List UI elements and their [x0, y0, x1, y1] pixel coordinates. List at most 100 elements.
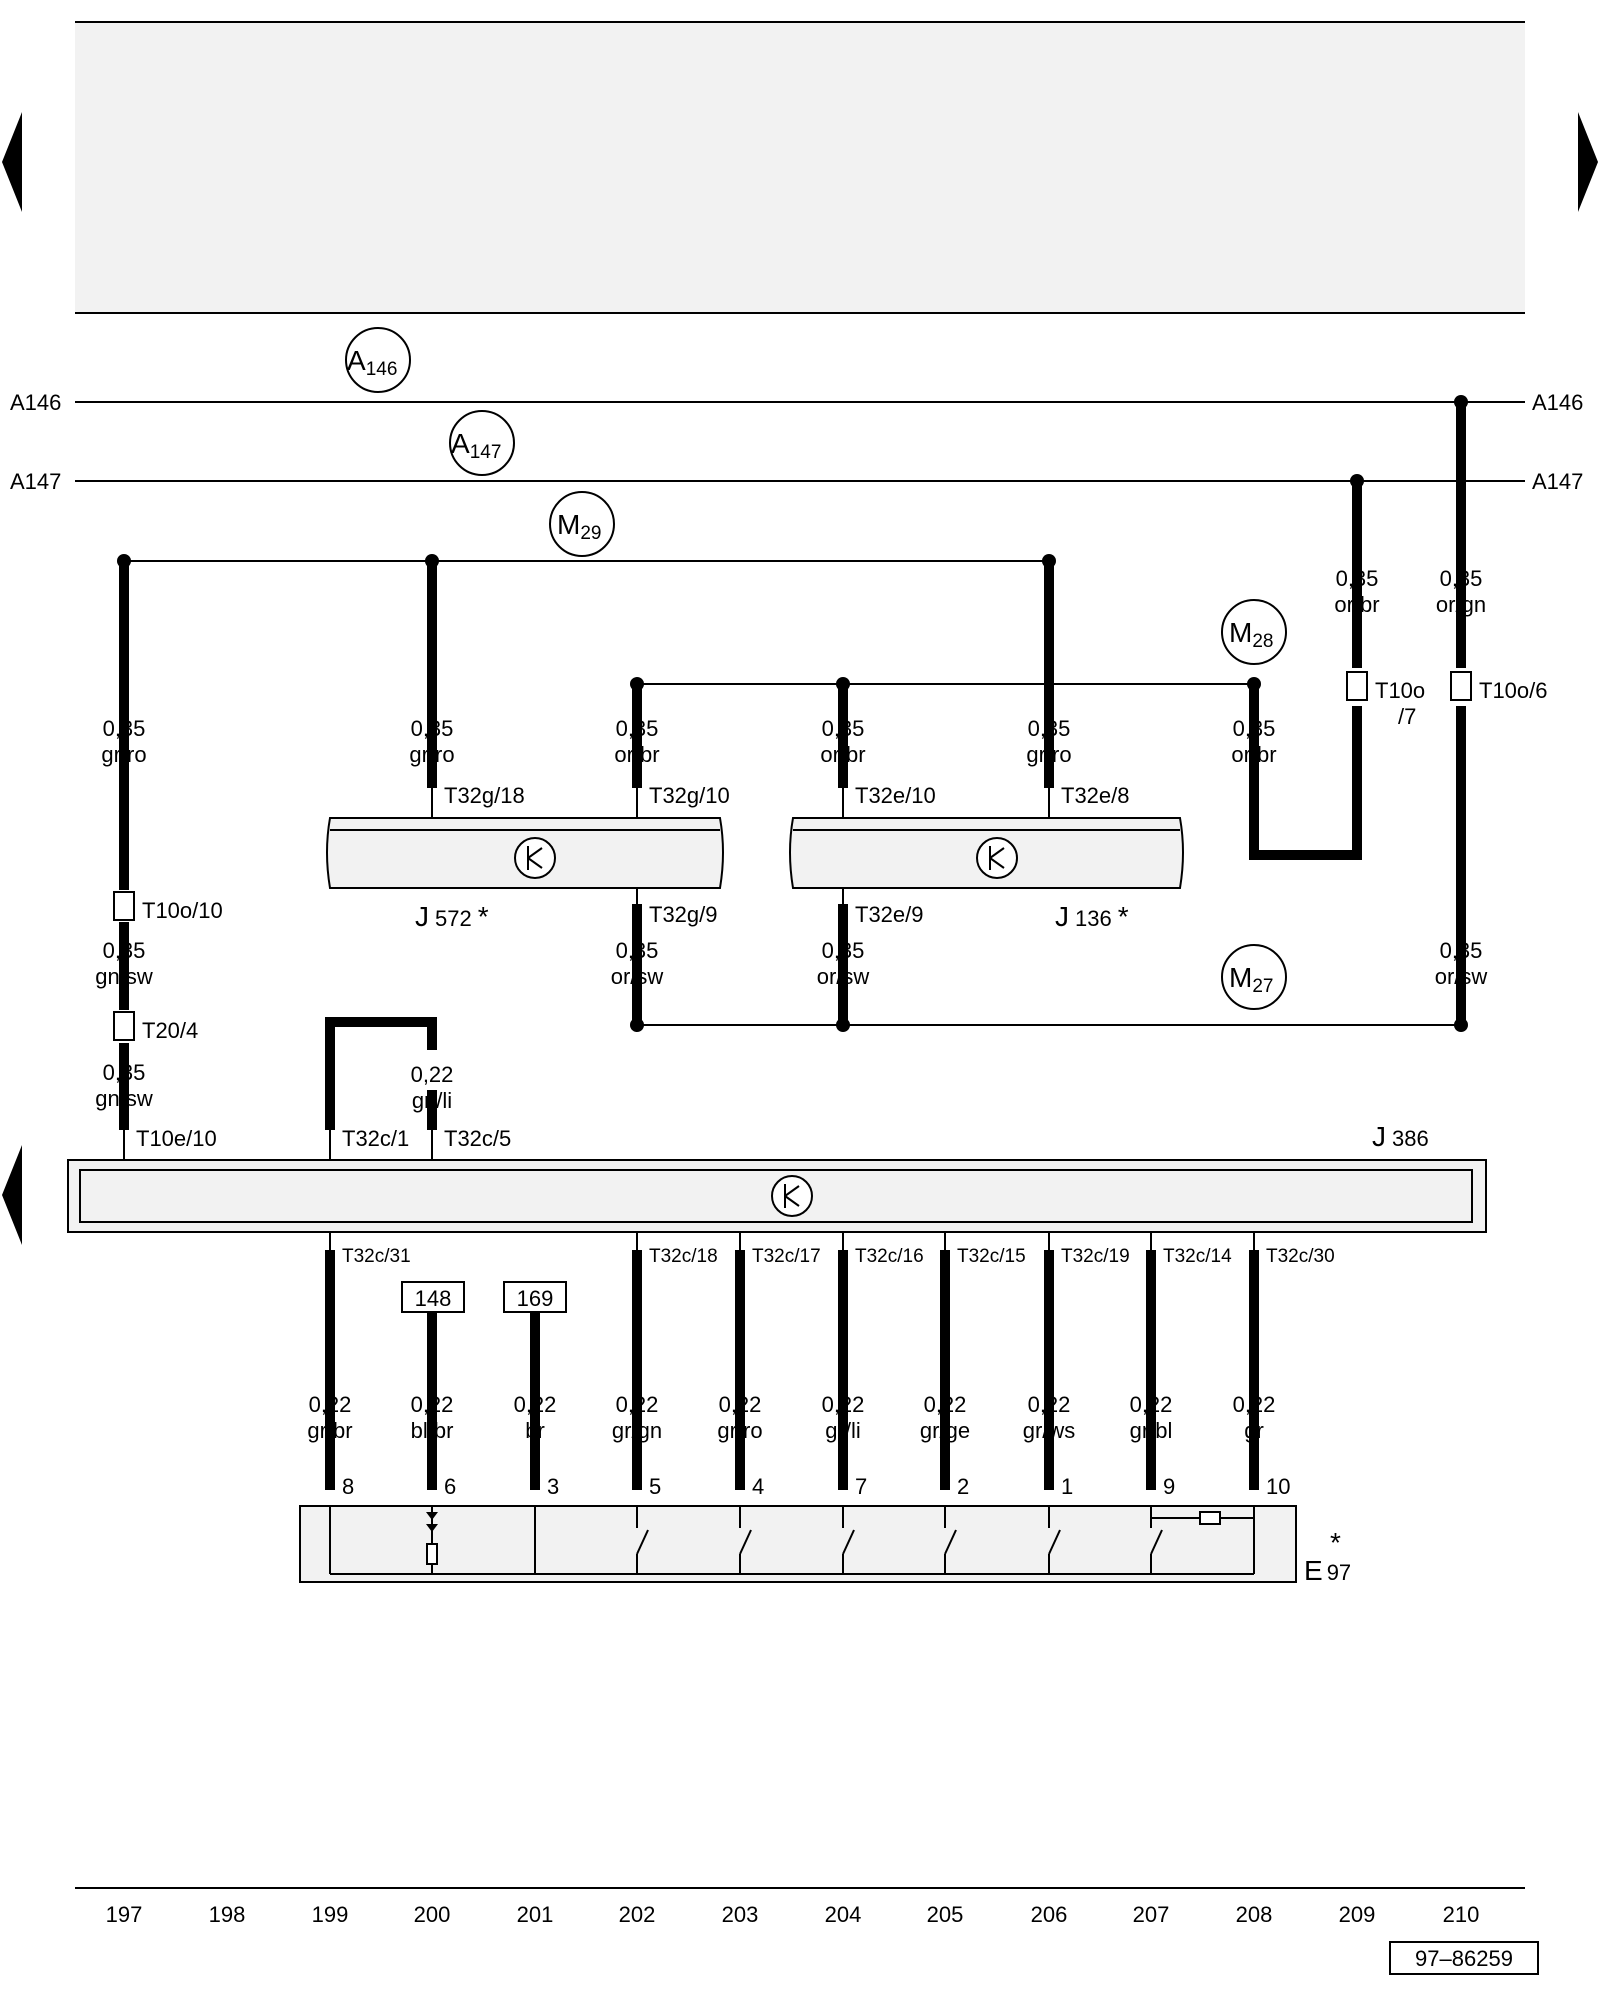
module-j572[interactable]	[326, 817, 724, 889]
rail-a146-right-label: A146	[1532, 390, 1583, 415]
svg-text:208: 208	[1236, 1902, 1273, 1927]
mark-m27: M27	[1221, 944, 1287, 1010]
svg-text:gn/sw: gn/sw	[95, 964, 153, 989]
svg-text:0,35: 0,35	[103, 716, 146, 741]
svg-text:gr/ro: gr/ro	[717, 1418, 762, 1443]
svg-text:gn/sw: gn/sw	[95, 1086, 153, 1111]
svg-text:T32g/18: T32g/18	[444, 783, 525, 808]
svg-text:T10o: T10o	[1375, 678, 1425, 703]
mark-a146: A146	[345, 327, 411, 393]
svg-text:169: 169	[517, 1286, 554, 1311]
svg-text:198: 198	[209, 1902, 246, 1927]
rail-a146-left-label: A146	[10, 390, 61, 415]
resistor-icon	[426, 1543, 438, 1565]
svg-text:or/sw: or/sw	[1435, 964, 1488, 989]
svg-text:202: 202	[619, 1902, 656, 1927]
label-e97-star: *	[1330, 1527, 1341, 1558]
rail-a147-left-label: A147	[10, 469, 61, 494]
nav-left-arrow-icon[interactable]	[2, 112, 22, 212]
header-panel	[75, 23, 1525, 313]
svg-text:T32c/31: T32c/31	[342, 1246, 411, 1267]
svg-text:203: 203	[722, 1902, 759, 1927]
svg-text:4: 4	[752, 1474, 764, 1499]
svg-text:0,35: 0,35	[822, 938, 865, 963]
svg-text:204: 204	[825, 1902, 862, 1927]
svg-text:0,35: 0,35	[822, 716, 865, 741]
svg-text:200: 200	[414, 1902, 451, 1927]
svg-text:T32g/10: T32g/10	[649, 783, 730, 808]
svg-text:or/sw: or/sw	[817, 964, 870, 989]
ref-box-169[interactable]: 169	[503, 1281, 567, 1313]
svg-text:0,22: 0,22	[616, 1392, 659, 1417]
svg-text:0,35: 0,35	[616, 716, 659, 741]
pushbutton-switch-icon	[636, 1529, 649, 1555]
svg-text:gr/ro: gr/ro	[1026, 742, 1071, 767]
module-j386[interactable]	[67, 1159, 1487, 1233]
svg-text:A147: A147	[451, 428, 501, 463]
svg-text:0,22: 0,22	[309, 1392, 352, 1417]
svg-text:T32e/9: T32e/9	[855, 902, 924, 927]
mark-m29: M29	[549, 491, 615, 557]
svg-text:0,35: 0,35	[411, 716, 454, 741]
svg-text:199: 199	[312, 1902, 349, 1927]
svg-text:6: 6	[444, 1474, 456, 1499]
connector-t10o-6: T10o/6	[1450, 671, 1548, 703]
led-icon	[426, 1512, 438, 1520]
svg-text:T10o/6: T10o/6	[1479, 678, 1548, 703]
svg-text:T32c/19: T32c/19	[1061, 1246, 1130, 1267]
wire-200-loop	[325, 1017, 437, 1130]
svg-text:T32c/18: T32c/18	[649, 1246, 718, 1267]
nav-left-arrow-lower-icon[interactable]	[2, 1145, 22, 1245]
svg-text:T32e/10: T32e/10	[855, 783, 936, 808]
svg-text:or/br: or/br	[614, 742, 659, 767]
svg-text:or/br: or/br	[820, 742, 865, 767]
svg-text:T32c/30: T32c/30	[1266, 1246, 1335, 1267]
svg-text:0,35: 0,35	[1336, 566, 1379, 591]
svg-text:or/sw: or/sw	[611, 964, 664, 989]
svg-text:5: 5	[649, 1474, 661, 1499]
svg-text:gr/br: gr/br	[307, 1418, 352, 1443]
svg-text:7: 7	[855, 1474, 867, 1499]
connector-t10o-7: T10o /7	[1346, 671, 1425, 729]
svg-text:9: 9	[1163, 1474, 1175, 1499]
svg-text:197: 197	[106, 1902, 143, 1927]
svg-text:0,22: 0,22	[822, 1392, 865, 1417]
switch-block-e97[interactable]	[299, 1505, 1297, 1583]
nav-right-arrow-icon[interactable]	[1578, 112, 1598, 212]
module-j136[interactable]	[789, 817, 1184, 889]
svg-text:0,22: 0,22	[1233, 1392, 1276, 1417]
svg-text:T20/4: T20/4	[142, 1018, 198, 1043]
svg-text:148: 148	[415, 1286, 452, 1311]
transistor-icon	[976, 837, 1018, 879]
svg-text:bl/br: bl/br	[411, 1418, 454, 1443]
svg-text:209: 209	[1339, 1902, 1376, 1927]
svg-text:gr/ro: gr/ro	[409, 742, 454, 767]
svg-text:210: 210	[1443, 1902, 1480, 1927]
ref-box-148[interactable]: 148	[401, 1281, 465, 1313]
svg-text:A146: A146	[347, 345, 397, 380]
doc-number-box	[1389, 1941, 1539, 1975]
connector-t20-4: T20/4	[113, 1011, 198, 1043]
svg-text:205: 205	[927, 1902, 964, 1927]
svg-text:M28: M28	[1229, 617, 1273, 652]
mark-m28: M28	[1221, 599, 1287, 665]
svg-text:/7: /7	[1398, 704, 1416, 729]
svg-text:T32c/16: T32c/16	[855, 1246, 924, 1267]
svg-text:0,35: 0,35	[1440, 566, 1483, 591]
svg-text:gr/ws: gr/ws	[1023, 1418, 1076, 1443]
svg-text:gr/ge: gr/ge	[920, 1418, 970, 1443]
svg-text:T32c/17: T32c/17	[752, 1246, 821, 1267]
svg-text:gn/li: gn/li	[412, 1088, 452, 1113]
svg-text:M29: M29	[557, 509, 601, 544]
svg-text:T32c/15: T32c/15	[957, 1246, 1026, 1267]
svg-text:T10e/10: T10e/10	[136, 1126, 217, 1151]
svg-text:T10o/10: T10o/10	[142, 898, 223, 923]
svg-text:or/gn: or/gn	[1436, 592, 1486, 617]
svg-text:0,22: 0,22	[1028, 1392, 1071, 1417]
svg-text:br: br	[525, 1418, 545, 1443]
j386-lower-wires	[325, 1232, 1259, 1490]
svg-text:206: 206	[1031, 1902, 1068, 1927]
svg-text:T32c/14: T32c/14	[1163, 1246, 1232, 1267]
